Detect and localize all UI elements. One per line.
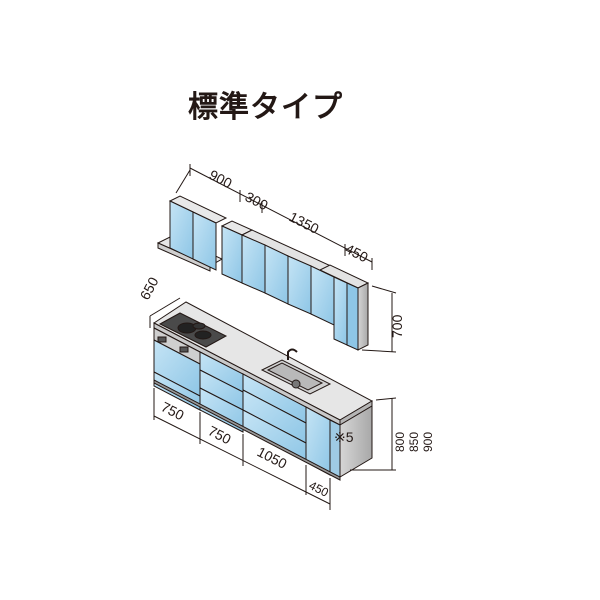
wall-cabinets — [156, 195, 370, 351]
wall-width-label: 1350 — [287, 208, 322, 236]
base-cabinets — [153, 301, 374, 481]
wall-door — [221, 225, 243, 284]
note-mark: ※5 — [334, 429, 354, 445]
wall-width-label: 300 — [243, 188, 271, 213]
wall-door — [333, 276, 348, 346]
wall-end-panel — [357, 282, 369, 351]
base-width-label: 750 — [159, 398, 187, 423]
wall-width-label: 900 — [207, 166, 235, 191]
faucet — [287, 348, 298, 360]
dimension-lines — [149, 164, 397, 510]
wall-door — [287, 255, 312, 315]
counter-depth-label: 650 — [137, 274, 162, 302]
wall-height-label: 700 — [389, 314, 405, 338]
page-title: 標準タイプ — [188, 90, 343, 125]
counter-height-label: 850 — [407, 432, 421, 452]
end-panel-width-label: 450 — [307, 478, 331, 500]
counter-height-label: 800 — [393, 432, 407, 452]
counter-height-label: 900 — [421, 432, 435, 452]
wall-door — [264, 244, 289, 305]
wall-width-label: 450 — [343, 240, 371, 265]
wall-door — [241, 234, 266, 294]
wall-door — [192, 211, 217, 271]
